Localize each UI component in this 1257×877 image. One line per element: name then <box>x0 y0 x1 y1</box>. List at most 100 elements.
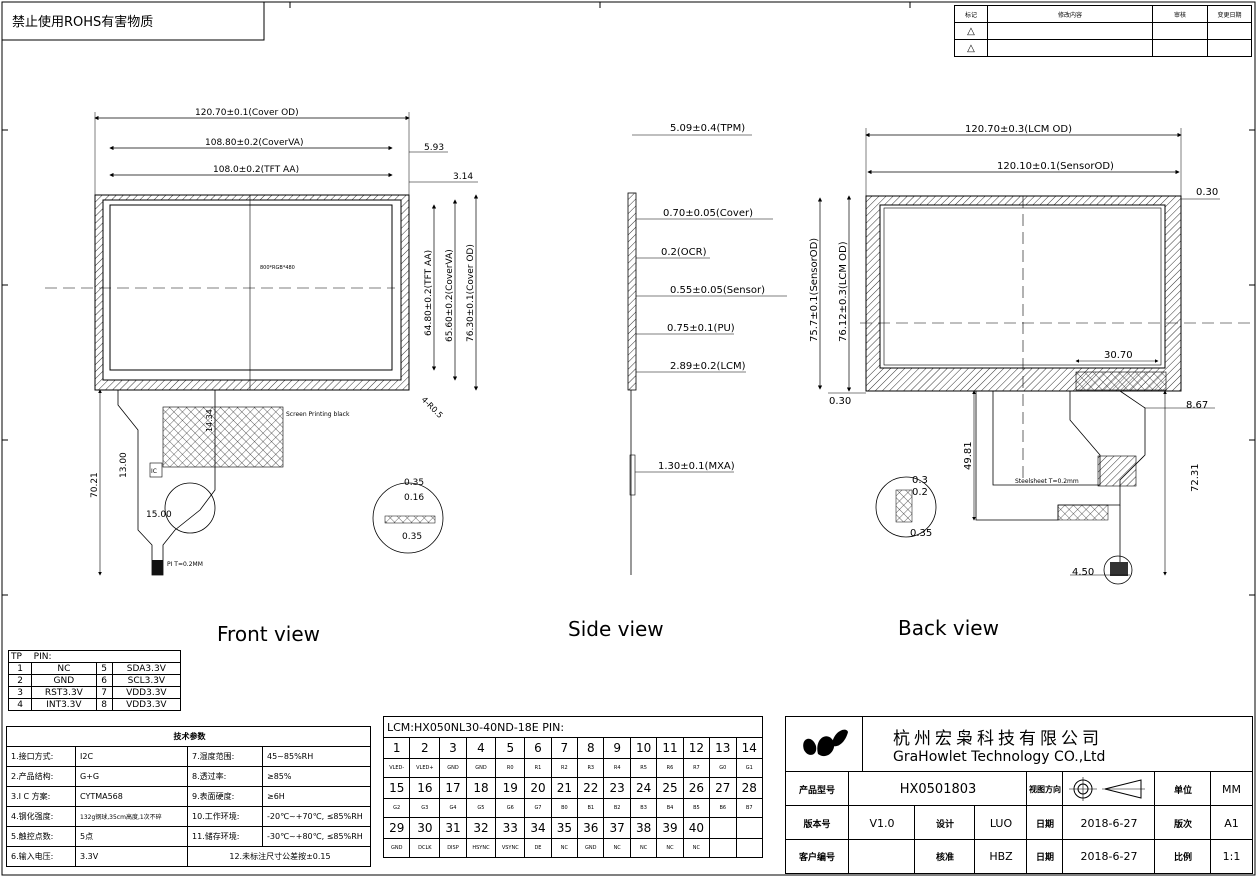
scale: 1:1 <box>1210 840 1252 873</box>
view-dir-label: 视图方向 <box>1026 772 1063 806</box>
side-mxa <box>629 454 636 496</box>
lcm-pin-cell <box>735 817 764 839</box>
side-stack <box>627 192 637 391</box>
front-view: 800*RGB*480 120.70±0.1(Cover OD) 108.80±… <box>45 108 479 646</box>
rev-col-date: 变更日期 <box>1207 5 1252 23</box>
projection-symbol-icon <box>1069 777 1145 801</box>
lcm-pin-cell: 39 <box>656 817 684 839</box>
lcm-pin-cell: 2 <box>409 737 441 759</box>
lcm-pin-cell <box>735 838 764 858</box>
back-detail-03: 0.3 <box>912 475 928 486</box>
company-logo-icon <box>803 729 848 757</box>
dim-cover-od-h: 76.30±0.1(Cover OD) <box>466 244 476 342</box>
side-pu: 0.75±0.1(PU) <box>667 323 735 334</box>
back-detail-035: 0.35 <box>910 528 932 539</box>
lcm-pin-cell: 7 <box>550 737 579 759</box>
back-detail-circle <box>875 476 937 538</box>
side-sensor: 0.55±0.05(Sensor) <box>670 285 765 296</box>
back-stiffener <box>1057 504 1109 521</box>
lcm-pin-cell: VSYNC <box>495 838 526 858</box>
detail-035b: 0.35 <box>402 532 422 542</box>
side-lcm: 2.89±0.2(LCM) <box>670 361 746 372</box>
lcm-pin-cell: 40 <box>682 817 711 839</box>
back-inner <box>879 204 1166 369</box>
tp-label: TP <box>7 650 32 663</box>
version-label: 版本号 <box>803 819 831 830</box>
dim-7021: 70.21 <box>90 472 100 498</box>
side-cover: 0.70±0.05(Cover) <box>663 208 753 219</box>
lcm-pin-cell: 16 <box>409 777 441 799</box>
lcm-pin-cell: 38 <box>629 817 658 839</box>
dim-1500: 15.00 <box>146 510 172 520</box>
dim-030-top: 0.30 <box>1196 187 1218 198</box>
detail-035a: 0.35 <box>404 478 424 488</box>
dim-cover-va-h: 65.60±0.2(CoverVA) <box>445 249 455 342</box>
back-tail-connector <box>1110 562 1128 576</box>
company-names: 杭州宏枭科技有限公司 GraHowlet Technology CO.,Ltd <box>862 717 1252 771</box>
revision-table: 标记 修改内容 审核 变更日期 △ △ <box>954 5 1252 57</box>
rev-col-content: 修改内容 <box>987 5 1153 23</box>
date-label-2: 日期 <box>1026 840 1063 873</box>
lcm-pin-cell: G7 <box>524 798 552 818</box>
lcm-pin-cell: VLED+ <box>409 758 441 778</box>
rohs-box <box>1 1 265 41</box>
dim-593: 5.93 <box>424 143 444 153</box>
customer-label: 客户编号 <box>798 853 835 863</box>
back-inner-2 <box>883 207 1162 366</box>
lcm-pin-cell: G1 <box>735 758 764 778</box>
approver: HBZ <box>974 840 1027 873</box>
lcm-pin-cell: 34 <box>524 817 552 839</box>
unit-label: 单位 <box>1154 772 1211 806</box>
edition-label: 版次 <box>1154 806 1211 840</box>
lcm-pin-cell: B2 <box>603 798 631 818</box>
lcm-pin-cell: 3 <box>439 737 467 759</box>
back-view-title: Back view <box>898 616 999 640</box>
rev-col-mark: 标记 <box>954 5 988 23</box>
lcm-pin-cell: 15 <box>382 777 411 799</box>
lcm-pin-cell: 27 <box>709 777 737 799</box>
tp-pin-label: PIN: <box>31 650 181 663</box>
edition: A1 <box>1210 806 1252 840</box>
dim-sensor-od-w: 120.10±0.1(SensorOD) <box>997 161 1114 172</box>
lcm-pin-cell: G5 <box>465 798 497 818</box>
lcm-pin-cell: 35 <box>550 817 579 839</box>
front-ic-label: IC <box>151 468 157 475</box>
dim-314: 3.14 <box>453 172 473 182</box>
lcm-pin-cell: 28 <box>735 777 764 799</box>
dim-030-left: 0.30 <box>829 396 851 407</box>
dim-tft-aa-h: 64.80±0.2(TFT AA) <box>424 250 434 336</box>
side-mxa-label: 1.30±0.1(MXA) <box>658 461 735 472</box>
back-detail-fingers <box>895 489 913 523</box>
back-detail-02: 0.2 <box>912 487 928 498</box>
lcm-pin-cell: R7 <box>682 758 711 778</box>
side-view-title: Side view <box>568 617 664 641</box>
lcm-pin-cell: 4 <box>465 737 497 759</box>
lcm-pin-cell: NC <box>629 838 658 858</box>
lcm-pin-cell: G0 <box>709 758 737 778</box>
front-screen-print-area <box>162 406 284 468</box>
lcm-pin-cell: DISP <box>439 838 467 858</box>
lcm-pin-cell: B7 <box>735 798 764 818</box>
lcm-pin-cell: 29 <box>382 817 411 839</box>
lcm-pin-cell: B5 <box>682 798 711 818</box>
rohs-notice: 禁止使用ROHS有害物质 <box>12 14 153 30</box>
lcm-pin-cell: 11 <box>656 737 684 759</box>
back-connector-strip <box>1075 371 1167 391</box>
lcm-pin-cell: HSYNC <box>465 838 497 858</box>
lcm-pin-cell: 20 <box>524 777 552 799</box>
lcm-pin-cell: 23 <box>603 777 631 799</box>
lcm-pin-cell: 5 <box>495 737 526 759</box>
date-label-1: 日期 <box>1026 806 1063 840</box>
rev-mark-2-icon: △ <box>954 39 988 57</box>
dim-1300: 13.00 <box>119 452 129 478</box>
dim-450: 4.50 <box>1072 567 1094 578</box>
dim-7231: 72.31 <box>1190 463 1201 492</box>
lcm-pin-cell: GND <box>577 838 605 858</box>
